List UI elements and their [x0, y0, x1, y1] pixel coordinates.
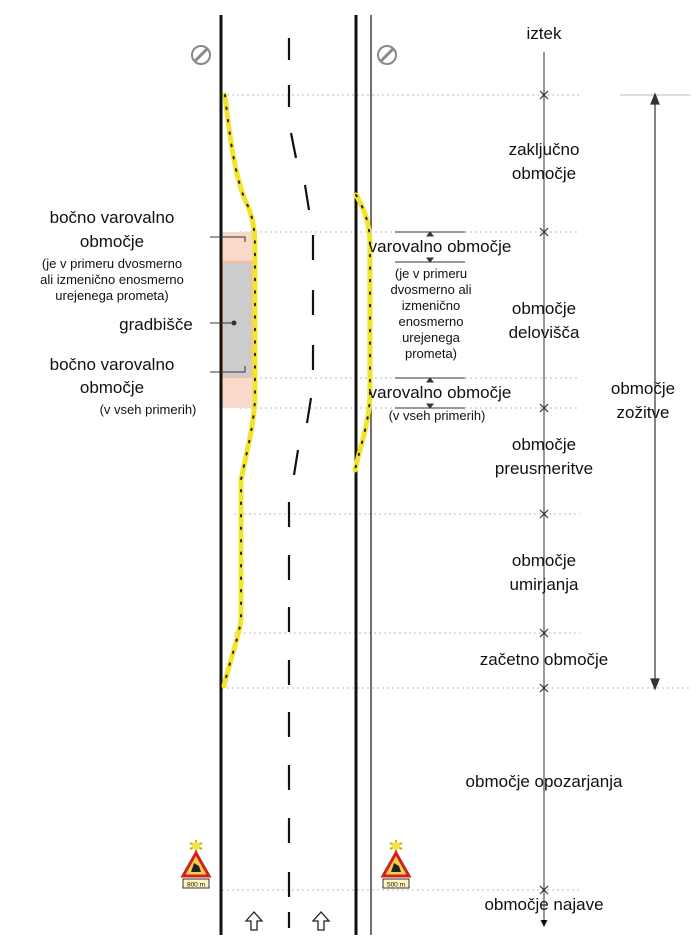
safety-zone-top-note-1: (je v primeru — [395, 266, 467, 281]
leader-lines — [210, 236, 246, 373]
construction-site-label: gradbišče — [119, 315, 193, 334]
lateral-safety-zone-top-2: območje — [80, 232, 144, 251]
safety-zone-bottom — [222, 378, 255, 408]
center-dashed-line — [287, 38, 315, 928]
roadwork-warning-sign-left-icon: 800 m — [180, 840, 212, 889]
zone-label-delovisca-2: delovišča — [509, 323, 580, 342]
zone-guide-lines — [222, 94, 690, 891]
safety-zone-top-note-6: prometa) — [405, 346, 457, 361]
direction-arrow-left-icon — [244, 911, 264, 931]
end-restriction-sign-left-icon — [191, 45, 211, 65]
zone-label-najave: območje najave — [484, 895, 603, 914]
zone-label-zakljucno-2: območje — [512, 164, 576, 183]
safety-zone-bottom-label: varovalno območje — [369, 383, 512, 402]
safety-zone-bottom-note: (v vseh primerih) — [389, 408, 486, 423]
zone-label-zakljucno-1: zaključno — [509, 140, 580, 159]
safety-zone-top-label: varovalno območje — [369, 237, 512, 256]
lateral-safety-zone-bottom-note: (v vseh primerih) — [100, 402, 197, 417]
sign-distance-left: 800 m — [187, 882, 205, 889]
safety-zone-markers — [395, 231, 465, 409]
lateral-safety-zone-top-note-1: (je v primeru dvosmerno — [42, 256, 182, 271]
lateral-safety-zone-bottom-1: bočno varovalno — [50, 355, 175, 374]
zone-label-opozarjanja: območje opozarjanja — [466, 772, 623, 791]
construction-site — [220, 260, 254, 380]
zone-label-preusmeritve-1: območje — [512, 435, 576, 454]
zone-label-zozitve-2: zožitve — [617, 403, 670, 422]
lateral-safety-zone-top-1: bočno varovalno — [50, 208, 175, 227]
direction-arrow-right-icon — [311, 911, 331, 931]
safety-zone-top-note-3: izmenično — [402, 298, 461, 313]
zone-label-zozitve-1: območje — [611, 379, 675, 398]
sign-distance-right: 500 m — [387, 882, 405, 889]
safety-zone-top-note-5: urejenega — [402, 330, 461, 345]
zone-label-preusmeritve-2: preusmeritve — [495, 459, 593, 478]
lateral-safety-zone-bottom-2: območje — [80, 378, 144, 397]
right-cone-line — [352, 192, 373, 473]
lateral-safety-zone-top-note-2: ali izmenično enosmerno — [40, 272, 184, 287]
zone-label-umirjanja-1: območje — [512, 551, 576, 570]
end-restriction-sign-right-icon — [377, 45, 397, 65]
zone-label-umirjanja-2: umirjanja — [510, 575, 580, 594]
zone-label-iztek: iztek — [527, 24, 562, 43]
narrowing-zone-arrow — [650, 92, 660, 691]
safety-zone-top-note-2: dvosmerno ali — [391, 282, 472, 297]
lateral-safety-zone-top-note-3: urejenega prometa) — [55, 288, 168, 303]
zone-boundary-ticks — [539, 90, 549, 928]
zone-label-delovisca-1: območje — [512, 299, 576, 318]
roadwork-warning-sign-right-icon: 500 m — [380, 840, 412, 889]
left-cone-dots — [223, 94, 256, 687]
zone-label-zacetno: začetno območje — [480, 650, 609, 669]
safety-zone-top-note-4: enosmerno — [398, 314, 463, 329]
